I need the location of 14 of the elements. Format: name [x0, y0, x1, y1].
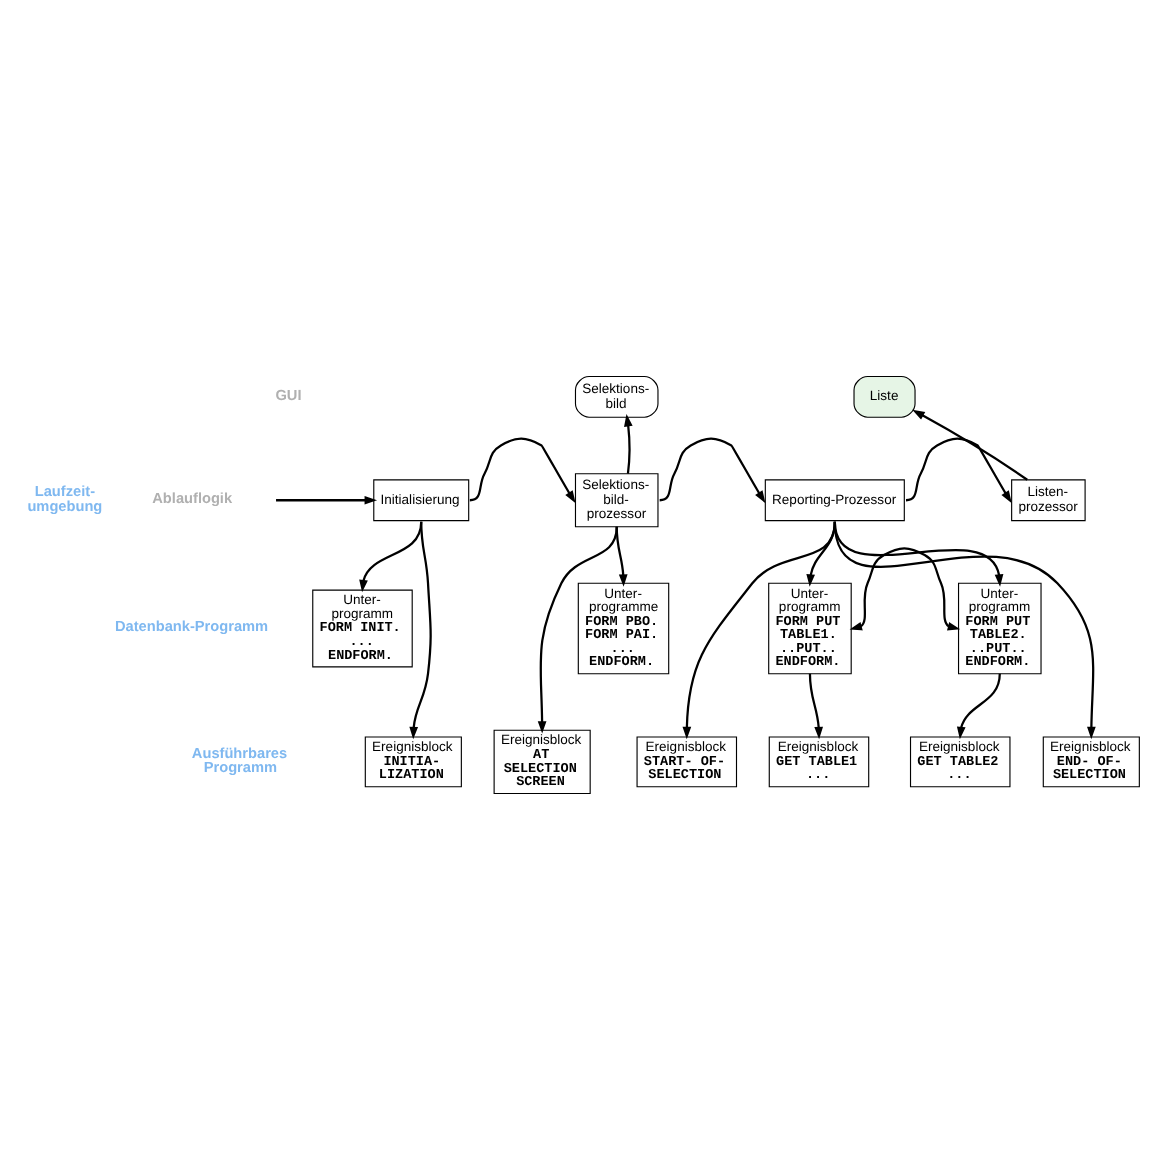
arrow — [682, 520, 836, 739]
arrow — [276, 494, 377, 504]
arrow — [409, 520, 432, 739]
arrow — [905, 436, 1012, 503]
arrow — [624, 413, 633, 473]
arrow — [833, 520, 1096, 739]
arrow — [808, 672, 824, 739]
arrow — [615, 525, 628, 586]
arrow — [912, 408, 1028, 480]
arrow — [956, 672, 1001, 739]
arrow — [849, 546, 961, 630]
arrow — [537, 525, 618, 733]
arrow — [659, 436, 766, 503]
arrow — [469, 436, 576, 503]
